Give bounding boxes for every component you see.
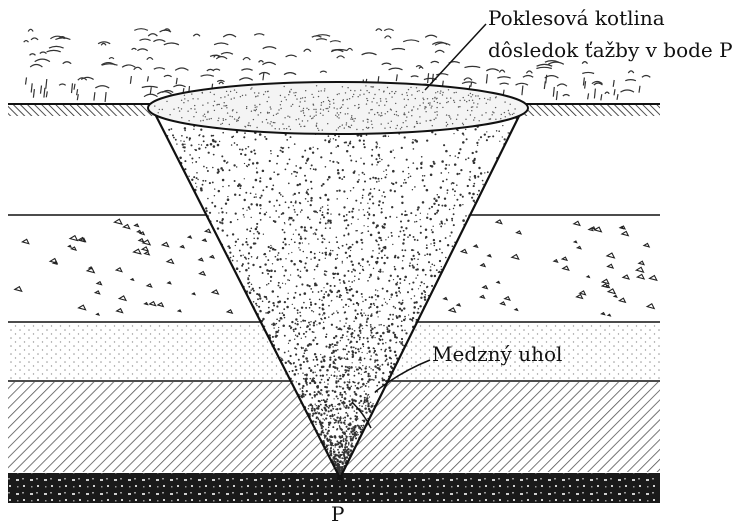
limit-angle-label: Medzný uhol	[432, 342, 562, 366]
subsidence-basin	[148, 82, 528, 134]
point-p-marker	[337, 475, 343, 481]
basin-label-line-1: Poklesová kotlina	[488, 6, 665, 30]
point-label: P	[331, 502, 344, 526]
coal-seam	[8, 473, 660, 503]
basin-label-line-2: dôsledok ťažby v bode P	[488, 38, 733, 62]
